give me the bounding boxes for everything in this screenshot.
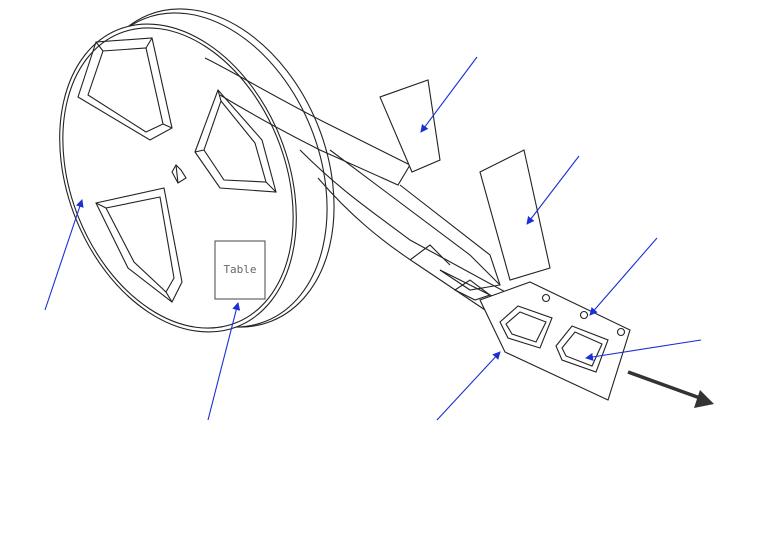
leader-cover-tape-2 (526, 155, 580, 225)
reel-hub (171, 164, 187, 184)
reel-label-text: Table (223, 263, 256, 276)
reel-front-flange (59, 23, 297, 333)
leader-carrier-tape (436, 351, 501, 421)
leader-reel (44, 199, 84, 311)
carrier-tape (409, 244, 631, 401)
cover-tape-flap-1 (379, 79, 441, 173)
sprocket-hole-2 (579, 310, 589, 320)
reel (59, 8, 335, 333)
pocket-1 (499, 305, 553, 349)
leader-cover-tape-1 (420, 56, 478, 133)
reel-window-top (77, 37, 173, 141)
reel-window-bottom (95, 187, 183, 303)
sprocket-hole-3 (616, 327, 626, 337)
tape-strip (204, 57, 611, 396)
reel-window-right (194, 88, 277, 193)
sprocket-hole-1 (541, 293, 551, 303)
feed-direction-arrow (627, 370, 714, 408)
leader-label (207, 302, 241, 421)
reel-label-box: Table (214, 240, 266, 300)
leader-pocket (585, 339, 702, 361)
cover-tape-flap-2 (479, 149, 551, 281)
leader-sprocket-hole (589, 237, 658, 316)
